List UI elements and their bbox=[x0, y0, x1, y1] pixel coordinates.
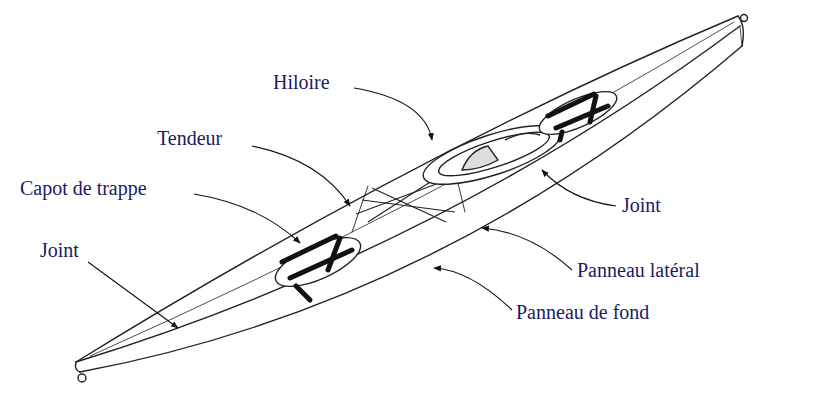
rear-hatch bbox=[534, 83, 622, 143]
part-label: Joint bbox=[622, 193, 661, 217]
part-label: Panneau latéral bbox=[577, 258, 700, 282]
part-label: Joint bbox=[40, 238, 79, 262]
part-label: Capot de trappe bbox=[20, 176, 147, 200]
front-hatch bbox=[269, 228, 367, 300]
leader-lines bbox=[88, 88, 616, 328]
part-label: Tendeur bbox=[157, 126, 222, 150]
kayak-hull bbox=[76, 15, 748, 383]
part-label: Hiloire bbox=[273, 70, 330, 94]
part-label: Panneau de fond bbox=[516, 300, 649, 324]
